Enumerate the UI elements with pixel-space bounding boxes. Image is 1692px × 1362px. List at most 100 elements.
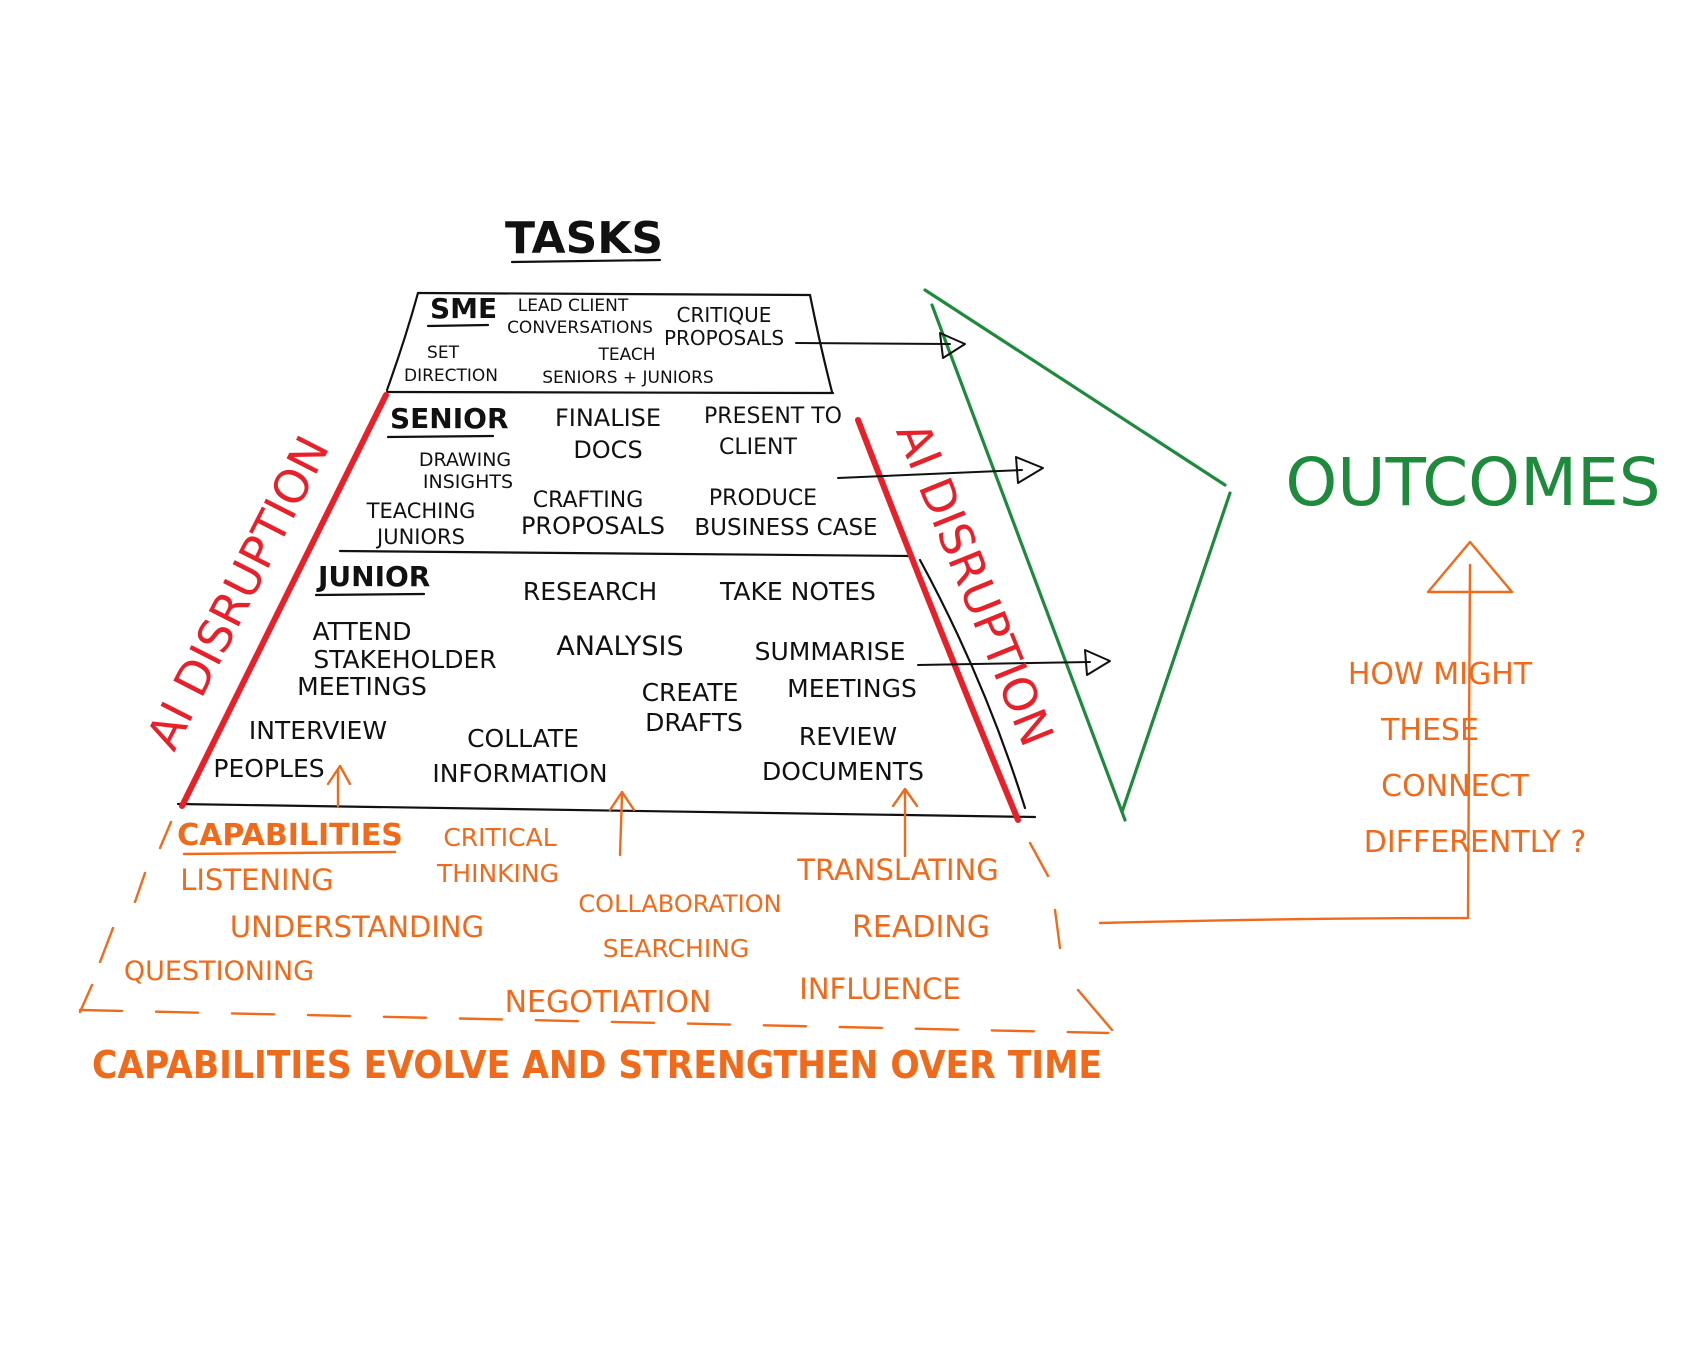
- task-meetings-1: MEETINGS: [297, 672, 427, 701]
- junior-tasks: RESEARCH TAKE NOTES ATTEND STAKEHOLDER M…: [213, 577, 924, 788]
- capabilities-footer: CAPABILITIES EVOLVE AND STRENGTHEN OVER …: [92, 1043, 1102, 1087]
- cap-arrow-2-shaft: [618, 793, 624, 857]
- task-attend: ATTEND: [312, 617, 411, 646]
- task-seniors-juniors: SENIORS + JUNIORS: [542, 368, 713, 388]
- task-summarise: SUMMARISE: [755, 637, 906, 666]
- task-proposals: PROPOSALS: [664, 326, 784, 350]
- senior-arrow-shaft: [837, 469, 1023, 479]
- junior-arrow-shaft: [917, 661, 1091, 666]
- sme-arrow-head: [939, 332, 966, 359]
- cap-dashed-base: [78, 1008, 1110, 1035]
- task-conversations: CONVERSATIONS: [507, 318, 653, 338]
- cap-reading: READING: [852, 910, 990, 945]
- outcomes-label: OUTCOMES: [1285, 444, 1660, 521]
- cap-questioning: QUESTIONING: [124, 956, 314, 987]
- task-set: SET: [427, 343, 460, 363]
- question-line-3: CONNECT: [1381, 769, 1529, 804]
- task-present-to: PRESENT TO: [704, 404, 842, 429]
- task-direction: DIRECTION: [404, 366, 498, 386]
- tier-divider-sme-senior: [385, 390, 835, 395]
- capabilities-list: CRITICAL THINKING TRANSLATING LISTENING …: [124, 823, 999, 1020]
- senior-underline: [386, 434, 495, 439]
- task-documents: DOCUMENTS: [762, 757, 924, 786]
- task-peoples: PEOPLES: [213, 754, 324, 783]
- tier-arrows: [795, 332, 1111, 676]
- cap-edge-left-3: [98, 926, 115, 964]
- cap-understanding: UNDERSTANDING: [230, 910, 484, 944]
- capabilities-underline: [182, 850, 397, 856]
- funnel-right-edge: [1120, 491, 1232, 814]
- task-business-case: BUSINESS CASE: [694, 515, 877, 541]
- pyramid-outline: [176, 291, 1037, 819]
- task-analysis: ANALYSIS: [556, 631, 683, 662]
- task-drafts: DRAFTS: [645, 708, 743, 737]
- cap-influence: INFLUENCE: [799, 972, 960, 1006]
- left-disruption-line: [179, 392, 389, 809]
- task-collate: COLLATE: [467, 724, 579, 753]
- task-crafting: CRAFTING: [533, 488, 644, 513]
- cap-edge-right-2: [1053, 908, 1062, 950]
- cap-arrow-3-head: [891, 787, 919, 808]
- senior-tasks: FINALISE DOCS PRESENT TO CLIENT DRAWING …: [366, 404, 878, 549]
- task-teach: TEACH: [597, 345, 655, 365]
- task-review: REVIEW: [799, 722, 897, 751]
- task-information: INFORMATION: [432, 759, 607, 788]
- title-underline: [510, 258, 662, 264]
- pyramid-right-top-edge: [808, 293, 834, 394]
- heading-underlines: [314, 258, 662, 597]
- sme-arrow-shaft: [795, 342, 951, 345]
- cap-arrow-2-head: [608, 790, 636, 812]
- task-meetings-2: MEETINGS: [787, 674, 917, 703]
- outcomes-connector-arrowhead: [1426, 540, 1514, 594]
- junior-underline: [314, 592, 426, 597]
- pyramid-base-edge: [176, 802, 1037, 819]
- task-research: RESEARCH: [523, 577, 657, 606]
- cap-thinking: THINKING: [436, 859, 559, 888]
- cap-critical: CRITICAL: [443, 823, 556, 852]
- task-take-notes: TAKE NOTES: [719, 577, 876, 606]
- ai-disruption-left-label: AI DISRUPTION: [136, 427, 340, 758]
- junior-tier-label: JUNIOR: [316, 560, 430, 593]
- question-line-2: THESE: [1380, 713, 1479, 748]
- pyramid-top-edge: [416, 291, 812, 297]
- right-disruption-line: [855, 417, 1021, 823]
- sme-tier-label: SME: [430, 292, 497, 325]
- cap-edge-left-1: [158, 820, 173, 850]
- funnel-top-edge: [923, 288, 1227, 487]
- diagram-title: TASKS: [505, 213, 663, 264]
- task-insights: INSIGHTS: [423, 471, 513, 493]
- question-line-1: HOW MIGHT: [1348, 657, 1533, 692]
- task-lead-client: LEAD CLIENT: [518, 296, 629, 316]
- capabilities-label: CAPABILITIES: [177, 818, 403, 853]
- outcomes-connector-line: [1098, 563, 1472, 925]
- cap-edge-right-1: [1028, 841, 1050, 878]
- cap-edge-right-3: [1076, 988, 1114, 1032]
- senior-tier-label: SENIOR: [390, 402, 509, 435]
- task-stakeholder: STAKEHOLDER: [313, 645, 496, 674]
- cap-listening: LISTENING: [180, 863, 334, 897]
- task-create: CREATE: [642, 678, 739, 707]
- capabilities-structure: [78, 540, 1514, 1035]
- sme-underline: [426, 323, 490, 328]
- ai-disruption-lines: [179, 392, 1021, 823]
- task-teaching: TEACHING: [366, 499, 476, 523]
- task-drawing: DRAWING: [419, 449, 511, 471]
- task-docs: DOCS: [573, 436, 642, 464]
- cap-searching: SEARCHING: [603, 934, 750, 963]
- task-finalise: FINALISE: [555, 404, 661, 432]
- junior-arrow-head: [1084, 649, 1111, 676]
- cap-edge-left-4: [78, 983, 94, 1014]
- funnel-left-edge: [930, 303, 1127, 822]
- cap-collaboration: COLLABORATION: [578, 890, 781, 918]
- cap-arrow-1-head: [326, 764, 352, 786]
- tier-divider-senior-junior: [338, 549, 912, 558]
- cap-translating: TRANSLATING: [796, 853, 998, 887]
- outcomes-funnel: [923, 288, 1232, 822]
- sme-tasks: LEAD CLIENT CONVERSATIONS CRITIQUE PROPO…: [404, 296, 784, 388]
- task-produce: PRODUCE: [709, 486, 817, 511]
- cap-negotiation: NEGOTIATION: [505, 985, 712, 1020]
- task-interview: INTERVIEW: [249, 716, 387, 745]
- task-critique: CRITIQUE: [677, 303, 772, 327]
